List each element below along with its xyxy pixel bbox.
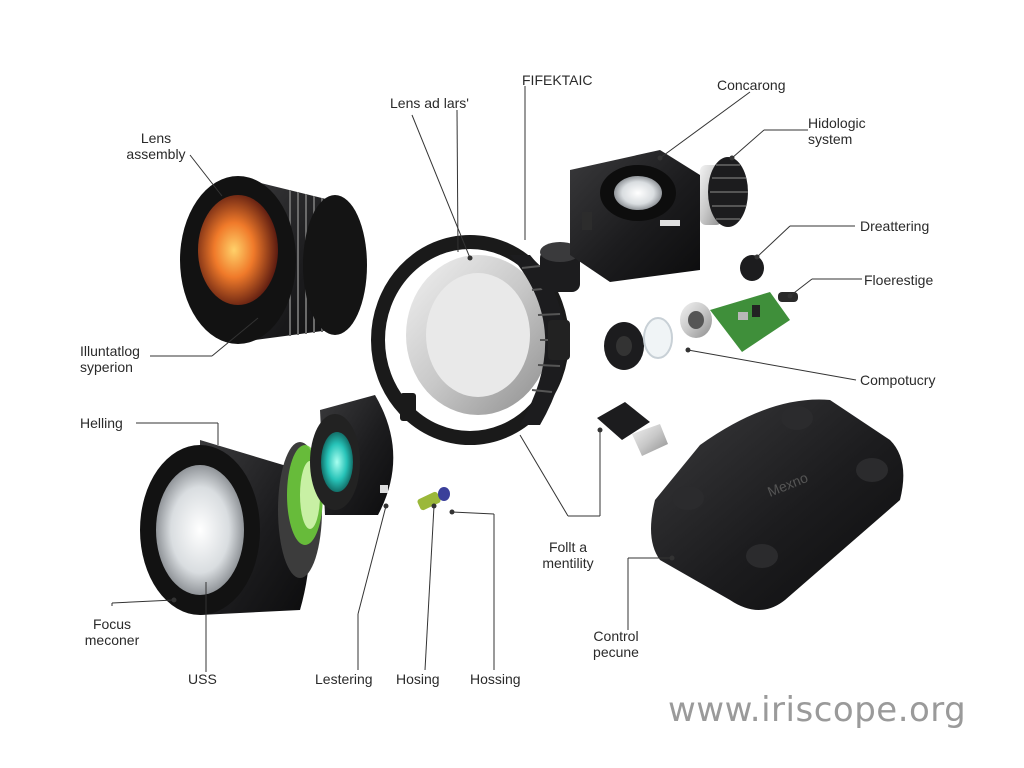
label-compotucry: Compotucry [860, 372, 936, 388]
lens-element-pair [604, 317, 673, 370]
label-floerestige: Floerestige [864, 272, 934, 288]
control-box-part: Mexno [651, 399, 904, 610]
lens-assembly-part [180, 176, 367, 344]
label-lens-ad-lars: Lens ad lars' [390, 95, 469, 111]
label-dreattering: Dreattering [860, 218, 930, 234]
usb-dongle-part [597, 402, 668, 456]
watermark-text: www.iriscope.org [668, 690, 967, 730]
label-illuntatlog-syperion: Illuntatlog syperion [80, 343, 140, 375]
label-uss: USS [188, 671, 217, 687]
label-lestering: Lestering [315, 671, 373, 687]
label-follt-a-mentility: Follt a mentility [542, 539, 594, 571]
camera-cube-part [570, 150, 748, 282]
label-hosing: Hosing [396, 671, 440, 687]
label-concarong: Concarong [717, 77, 786, 93]
pcb-module-part [680, 292, 798, 352]
lower-lens-barrel [140, 440, 323, 615]
label-control-pecune: Control pecune [593, 628, 639, 660]
label-lens-assembly: Lens assembly [126, 130, 186, 162]
label-helling: Helling [80, 415, 123, 431]
label-focus-meconer: Focus meconer [84, 616, 140, 648]
cyan-lens-ring [310, 395, 394, 515]
label-fifektaic: FIFEKTAIC [522, 72, 593, 88]
small-connector-part [417, 487, 450, 511]
label-hidologic-system: Hidologic system [808, 115, 866, 147]
leader-dots [171, 155, 793, 603]
central-ring-housing [371, 235, 570, 445]
leader-lines [111, 86, 862, 672]
label-hossing: Hossing [470, 671, 521, 687]
small-cap-part [740, 255, 764, 281]
